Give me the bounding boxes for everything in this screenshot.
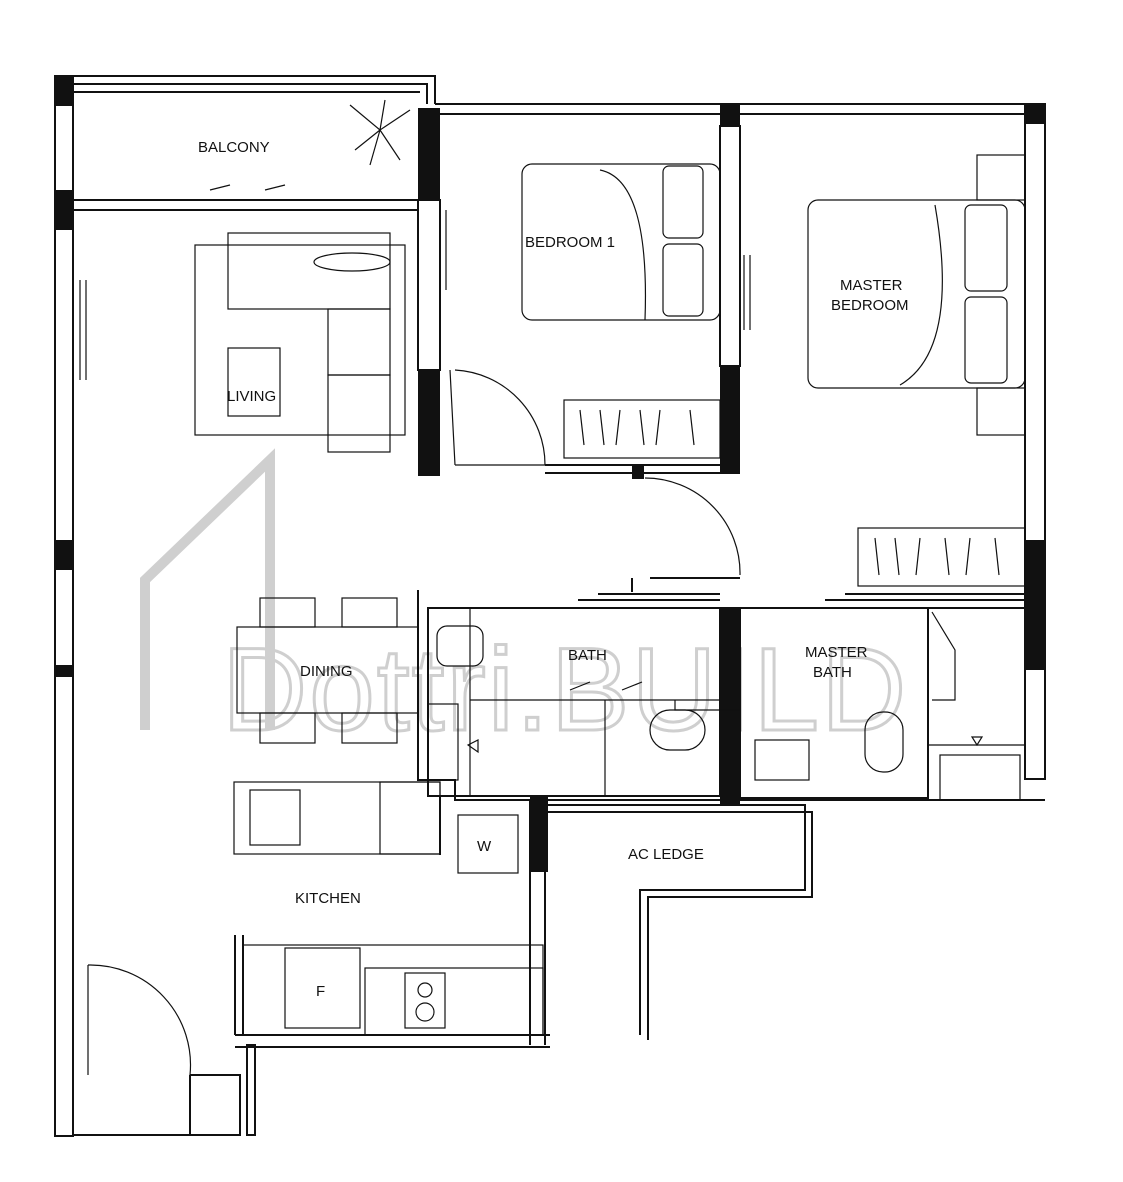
- label-master-bath-1: MASTER: [805, 644, 868, 661]
- doors: [79, 184, 956, 1076]
- room-labels: BALCONY BEDROOM 1 MASTER BEDROOM LIVING …: [198, 139, 909, 1000]
- label-master-bath-2: BATH: [813, 664, 852, 681]
- walls: [54, 75, 1046, 1137]
- label-dining: DINING: [300, 663, 353, 680]
- label-living: LIVING: [227, 388, 276, 405]
- watermark: Dottri.BUILD: [140, 448, 908, 758]
- furniture: [194, 99, 1026, 1036]
- label-washer: W: [477, 838, 492, 855]
- label-ac-ledge: AC LEDGE: [628, 846, 704, 863]
- label-bath: BATH: [568, 647, 607, 664]
- watermark-house-icon: [140, 448, 275, 730]
- plant-icon: [349, 99, 411, 166]
- watermark-text: Dottri.BUILD: [222, 624, 908, 756]
- label-fridge: F: [316, 983, 325, 1000]
- label-master-bedroom-1: MASTER: [840, 277, 903, 294]
- label-master-bedroom-2: BEDROOM: [831, 297, 909, 314]
- label-kitchen: KITCHEN: [295, 890, 361, 907]
- label-bedroom-1: BEDROOM 1: [525, 234, 615, 251]
- label-balcony: BALCONY: [198, 139, 270, 156]
